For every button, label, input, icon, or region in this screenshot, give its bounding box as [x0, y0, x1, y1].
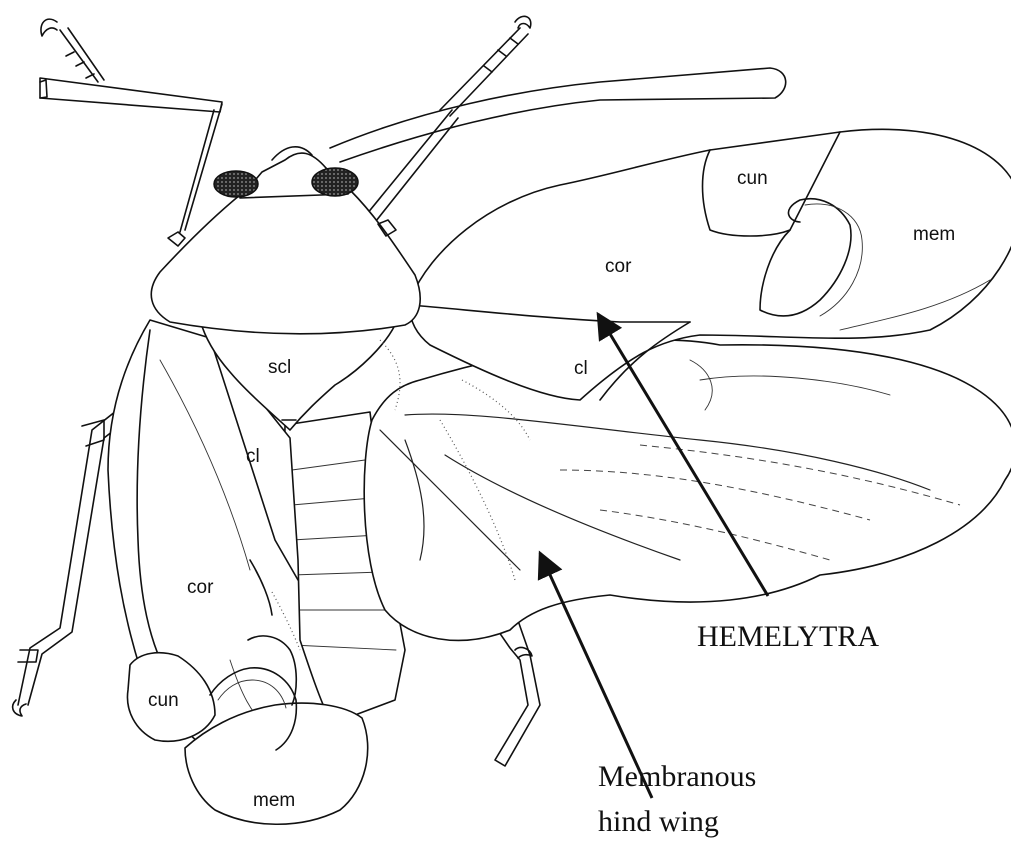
left-antenna [40, 19, 222, 232]
label-cor-upper: cor [605, 256, 632, 277]
pronotum [151, 190, 420, 334]
label-cl-lower: cl [246, 446, 260, 467]
hind-wing [364, 340, 1011, 641]
label-scl: scl [268, 357, 291, 378]
label-cor-lower: cor [187, 577, 214, 598]
label-cun-upper: cun [737, 168, 768, 189]
hind-wing-caption-line1: Membranous [598, 760, 756, 793]
label-mem-upper: mem [913, 224, 955, 245]
label-cun-lower: cun [148, 690, 179, 711]
label-cl-upper: cl [574, 358, 588, 379]
left-eye [214, 171, 258, 197]
hind-wing-caption-line2: hind wing [598, 805, 719, 838]
hemelytra-caption: HEMELYTRA [697, 620, 879, 653]
label-mem-lower: mem [253, 790, 295, 811]
head [214, 147, 358, 198]
right-eye [312, 168, 358, 196]
